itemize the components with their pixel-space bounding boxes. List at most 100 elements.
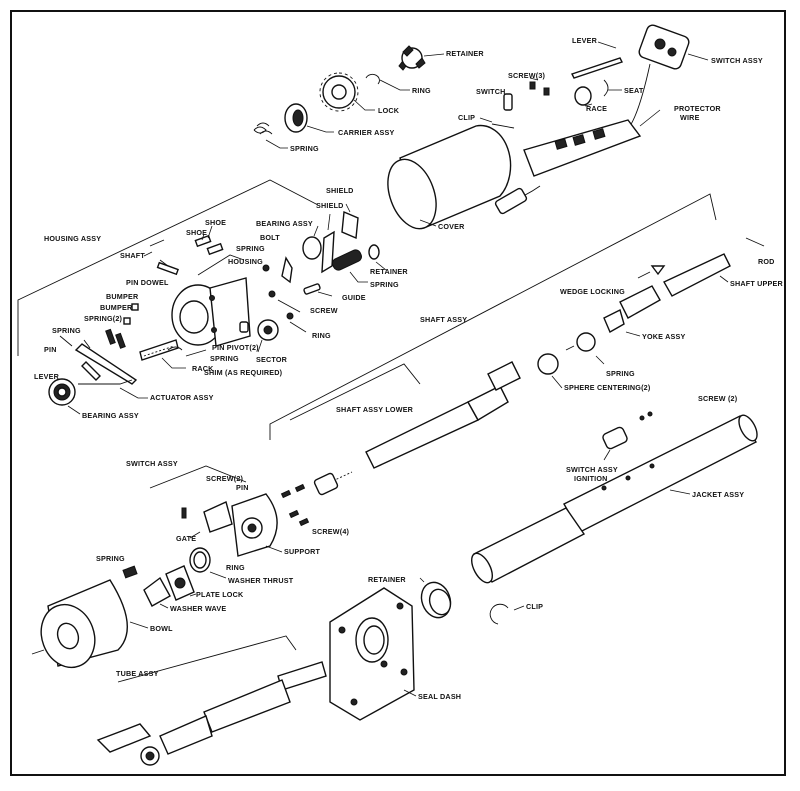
switch-assy-left-bracket <box>149 465 247 489</box>
sector-part <box>239 319 279 353</box>
label-retainer-low: RETAINER <box>368 575 406 584</box>
label-shield-1: SHIELD <box>326 186 354 195</box>
gate-part <box>181 501 233 539</box>
bumpers-part <box>105 303 139 349</box>
wedge-locking-part <box>637 265 666 279</box>
actuator-assy-part <box>78 361 148 399</box>
label-gate: GATE <box>176 534 196 543</box>
cover-part <box>387 124 512 230</box>
label-switch-assy-left: SWITCH ASSY <box>126 459 178 468</box>
label-retainer-top: RETAINER <box>446 49 484 58</box>
label-yoke-assy: YOKE ASSY <box>642 332 685 341</box>
label-guide: GUIDE <box>342 293 366 302</box>
label-bumper-2: BUMPER <box>100 303 133 312</box>
label-spring-top: SPRING <box>290 144 319 153</box>
label-shaft-assy: SHAFT ASSY <box>420 315 467 324</box>
washer-wave-part <box>143 576 171 609</box>
label-sphere-centering: SPHERE CENTERING(2) <box>564 383 651 392</box>
retainer-mid-part <box>368 244 387 271</box>
guide-spring-part <box>303 249 368 297</box>
lever-top-part <box>571 41 623 79</box>
switch-assy-ignition-part <box>602 411 653 461</box>
shaft-upper-part <box>663 253 731 297</box>
shields-part <box>321 203 359 274</box>
label-pin-pivot: PIN PIVOT(2) <box>212 343 259 352</box>
race-seat-part <box>574 79 622 107</box>
label-tube-assy: TUBE ASSY <box>116 669 159 678</box>
label-plate-lock: PLATE LOCK <box>196 590 244 599</box>
label-washer-wave: WASHER WAVE <box>170 604 226 613</box>
label-carrier-assy: CARRIER ASSY <box>338 128 394 137</box>
label-wedge-locking: WEDGE LOCKING <box>560 287 625 296</box>
label-retainer-mid: RETAINER <box>370 267 408 276</box>
label-bolt: BOLT <box>260 233 280 242</box>
plate-lock-part <box>165 565 197 601</box>
label-pin-dowel: PIN DOWEL <box>126 278 169 287</box>
lever-left-part <box>59 335 138 385</box>
ring-thrust-part <box>189 547 227 579</box>
label-shoe-2: SHOE <box>186 228 207 237</box>
pin-pivot-part <box>167 346 207 357</box>
label-lock: LOCK <box>378 106 400 115</box>
clip-top-part <box>479 117 515 129</box>
label-jacket-assy: JACKET ASSY <box>692 490 744 499</box>
rod-part <box>745 237 765 247</box>
retainer-low-part <box>419 577 452 619</box>
housing-assy-bracket <box>17 179 319 356</box>
carrier-assy-part <box>284 103 334 133</box>
retainer-top-part <box>398 45 445 71</box>
label-ring-top: RING <box>412 86 431 95</box>
switch-assy-top-part <box>629 24 709 127</box>
label-protector: PROTECTOR <box>674 104 721 113</box>
label-switch-assy-ign-1: SWITCH ASSY <box>566 465 618 474</box>
label-spring-pivot: SPRING <box>210 354 239 363</box>
bowl-part <box>31 579 149 669</box>
label-ring-mid: RING <box>312 331 331 340</box>
label-clip-top: CLIP <box>458 113 475 122</box>
screw4-part <box>280 483 310 527</box>
label-bearing-assy-top: BEARING ASSY <box>256 219 313 228</box>
label-shaft-assy-lower: SHAFT ASSY LOWER <box>336 405 414 414</box>
label-spring-mid: SPRING <box>236 244 265 253</box>
label-pin-small: PIN <box>236 483 249 492</box>
label-pin: PIN <box>44 345 57 354</box>
label-housing: HOUSING <box>228 257 263 266</box>
label-spring-yoke: SPRING <box>606 369 635 378</box>
label-screw2-left: SCREW(2) <box>206 474 244 483</box>
shaft-assy-lower-part <box>289 361 521 496</box>
label-spring-low: SPRING <box>96 554 125 563</box>
spring-low-part <box>122 565 138 579</box>
diagram-frame <box>10 10 786 776</box>
housing-part <box>171 254 251 347</box>
label-shaft-upper: SHAFT UPPER <box>730 279 784 288</box>
label-support: SUPPORT <box>284 547 321 556</box>
lock-gear-part <box>319 72 375 112</box>
label-cover: COVER <box>438 222 465 231</box>
spring-top-part <box>253 122 288 149</box>
label-ring-low: RING <box>226 563 245 572</box>
sphere-centering-part <box>537 332 605 389</box>
label-wire: WIRE <box>680 113 700 122</box>
clip-low-part <box>489 603 525 625</box>
label-lever-top: LEVER <box>572 36 598 45</box>
label-switch-assy-top: SWITCH ASSY <box>711 56 763 65</box>
label-screw3: SCREW(3) <box>508 71 546 80</box>
label-spring-guide: SPRING <box>370 280 399 289</box>
ring-top-part <box>365 73 410 91</box>
label-bowl: BOWL <box>150 624 173 633</box>
label-sector: SECTOR <box>256 355 288 364</box>
tube-assy-part <box>96 635 327 766</box>
label-housing-assy: HOUSING ASSY <box>44 234 101 243</box>
label-shim: SHIM (AS REQUIRED) <box>204 368 283 377</box>
label-washer-thrust: WASHER THRUST <box>228 576 294 585</box>
screw-ring-mid-part <box>268 290 307 333</box>
label-shaft: SHAFT <box>120 251 145 260</box>
part-labels: RETAINER RING LOCK CARRIER ASSY SPRING L… <box>34 36 784 701</box>
label-rod: ROD <box>758 257 775 266</box>
jacket-assy-part <box>470 414 758 584</box>
label-bearing-assy-left: BEARING ASSY <box>82 411 139 420</box>
shoe-parts <box>194 225 224 256</box>
label-screw-mid: SCREW <box>310 306 338 315</box>
label-shoe-1: SHOE <box>205 218 226 227</box>
